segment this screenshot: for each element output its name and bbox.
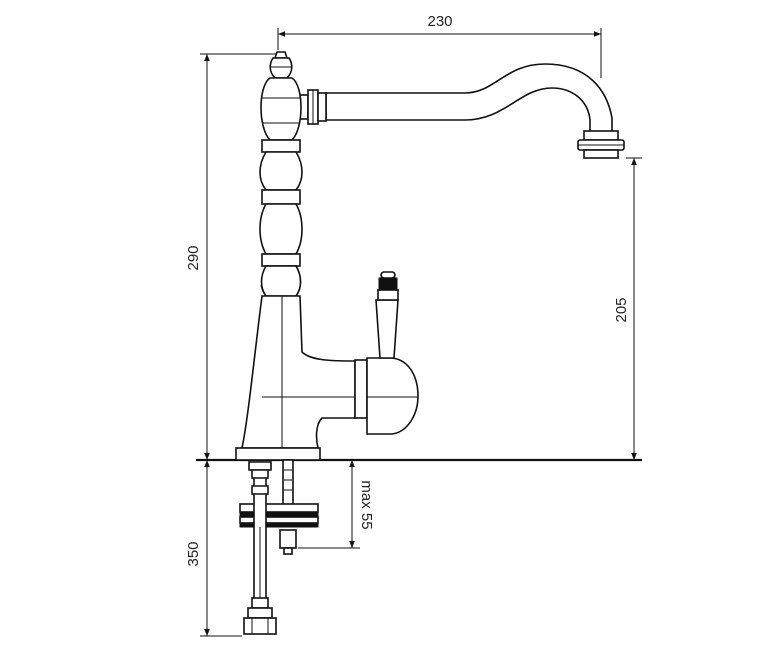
hose-fitting bbox=[243, 597, 277, 635]
lever-handle bbox=[375, 271, 399, 359]
label-max-thickness: max 55 bbox=[358, 480, 375, 529]
dimension-spout-height: 205 bbox=[613, 157, 642, 460]
mounting-assembly bbox=[239, 459, 319, 635]
lower-body bbox=[241, 295, 356, 449]
spout-collar bbox=[297, 89, 327, 125]
aerator bbox=[577, 130, 625, 159]
dimension-spout-reach: 230 bbox=[277, 13, 602, 78]
dimension-below-counter: 350 bbox=[185, 460, 242, 637]
faucet-body bbox=[235, 51, 625, 461]
handle-hub bbox=[354, 357, 419, 435]
base-flange bbox=[235, 447, 321, 461]
spout bbox=[325, 63, 613, 134]
label-spout-height: 205 bbox=[613, 297, 630, 322]
label-spout-reach: 230 bbox=[427, 13, 452, 30]
column-finial bbox=[269, 51, 293, 79]
dimension-total-height: 290 bbox=[185, 53, 276, 460]
decorative-column bbox=[259, 77, 303, 297]
label-below-counter: 350 bbox=[185, 541, 202, 566]
dimension-max-thickness: max 55 bbox=[298, 460, 375, 549]
label-total-height: 290 bbox=[185, 245, 202, 270]
